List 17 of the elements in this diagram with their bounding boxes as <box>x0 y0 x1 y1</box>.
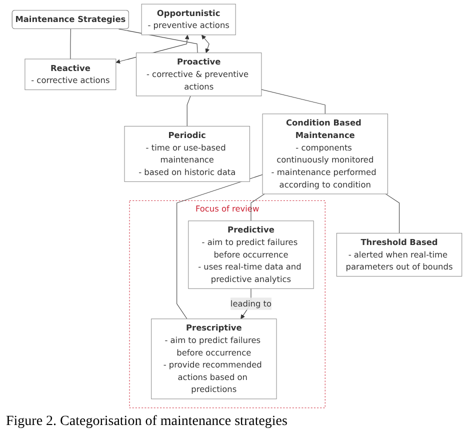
connector <box>261 89 326 114</box>
connector <box>250 194 265 222</box>
node-box: Threshold Based - alerted when real-time parameters out of bounds <box>336 232 462 277</box>
edge-label: leading to <box>230 298 272 308</box>
node-box: Prescriptive - aim to predict failures before occurrence - provide recommended actions based on predictions <box>151 318 277 400</box>
figure-caption: Figure 2. Categorisation of maintenance strategies <box>5 413 288 431</box>
node-box: Predictive - aim to predict failures before occurrence - uses real-time data and predictive analytics <box>188 220 314 289</box>
node-box: Proactive - corrective & preventive actions <box>136 52 262 96</box>
arrow <box>201 34 210 54</box>
node-box: Condition Based Maintenance - components continuously monitored - maintenance performed according to condition <box>262 114 388 194</box>
node-box: Opportunistic - preventive actions <box>141 4 236 36</box>
connector <box>118 28 198 54</box>
connector <box>70 28 71 60</box>
connector <box>385 194 400 234</box>
node-box: Reactive - corrective actions <box>24 58 116 90</box>
node-box: Periodic - time or use-based maintenance - based on historic data <box>124 126 250 182</box>
connector <box>186 96 191 126</box>
